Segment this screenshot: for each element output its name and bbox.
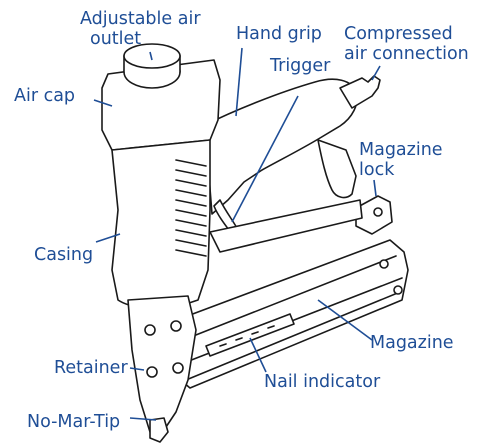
air-connection-shape xyxy=(339,75,381,109)
label-magazine: Magazine xyxy=(370,333,454,353)
no-mar-tip-leader xyxy=(129,417,157,421)
label-magazine-lock-line2: lock xyxy=(359,160,395,180)
label-adjustable-air-outlet-line2: outlet xyxy=(90,29,142,49)
casing-leader xyxy=(95,233,121,243)
label-nail-indicator: Nail indicator xyxy=(264,372,380,392)
label-magazine-lock-line1: Magazine xyxy=(359,140,443,160)
label-air-cap: Air cap xyxy=(14,86,75,106)
label-compressed-air-connection-line1: Compressed xyxy=(344,24,453,44)
nail-gun-outline xyxy=(101,43,409,443)
label-retainer: Retainer xyxy=(54,358,128,378)
hand-grip-leader xyxy=(235,47,243,117)
label-nail-indicator-text: Nail indicator xyxy=(264,372,381,392)
compressed-air-leader xyxy=(371,65,381,81)
label-hand-grip-text: Hand grip xyxy=(236,24,322,44)
label-compressed-air-connection: Compressed air connection xyxy=(344,24,469,64)
label-trigger-text: Trigger xyxy=(270,56,331,76)
magazine-lock-shape xyxy=(355,195,393,235)
nail-indicator-leader xyxy=(249,337,267,373)
grip-bottom-shape xyxy=(317,139,357,199)
retainer-leader xyxy=(129,367,145,371)
magazine-leader xyxy=(317,299,373,341)
air-cap-leader xyxy=(93,99,113,107)
magazine-lock-leader xyxy=(373,179,377,197)
label-adjustable-air-outlet-line1: Adjustable air xyxy=(80,9,201,29)
retainer-shape xyxy=(127,295,197,433)
label-magazine-text: Magazine xyxy=(370,333,454,353)
label-magazine-lock: Magazine lock xyxy=(359,140,443,180)
no-mar-tip-shape xyxy=(149,417,169,443)
label-casing: Casing xyxy=(34,245,93,265)
label-air-cap-text: Air cap xyxy=(14,86,76,106)
label-casing-text: Casing xyxy=(34,245,94,265)
label-no-mar-tip: No-Mar-Tip xyxy=(27,412,120,432)
label-hand-grip: Hand grip xyxy=(236,24,322,44)
nail-indicator-window xyxy=(205,313,295,357)
label-retainer-text: Retainer xyxy=(54,358,128,378)
label-compressed-air-connection-line2: air connection xyxy=(344,44,469,64)
casing-spring xyxy=(175,159,207,257)
air-outlet-leader xyxy=(149,51,153,61)
label-no-mar-tip-text: No-Mar-Tip xyxy=(27,412,121,432)
trigger-leader xyxy=(231,95,299,223)
label-adjustable-air-outlet: Adjustable air outlet xyxy=(80,9,201,49)
label-trigger: Trigger xyxy=(270,56,330,76)
leader-lines xyxy=(93,47,381,421)
